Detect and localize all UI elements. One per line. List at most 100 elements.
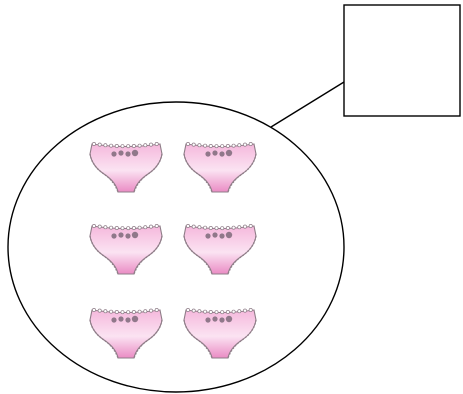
flower-dot <box>131 231 139 239</box>
flower-dot <box>205 317 211 323</box>
lace-scallop <box>103 225 108 230</box>
underpants-item <box>89 142 163 193</box>
lace-scallop <box>120 144 125 149</box>
lace-scallop <box>131 226 136 230</box>
lace-scallop <box>137 225 142 230</box>
leg-lace-right <box>133 235 163 275</box>
lace-scallop <box>154 142 159 146</box>
lace-scallop <box>92 142 96 146</box>
flower-dot <box>212 316 218 322</box>
lace-scallop <box>243 224 247 229</box>
flower-dot <box>205 233 211 239</box>
underpants-item <box>89 224 163 275</box>
lace-scallop <box>214 310 219 315</box>
leg-lace-left <box>89 319 119 359</box>
lace-scallop <box>220 144 225 149</box>
leg-lace-left <box>183 319 213 359</box>
flower-dot <box>225 315 233 323</box>
lace-scallop <box>137 309 142 314</box>
flower-dot <box>118 316 124 322</box>
lace-scallop <box>114 144 119 148</box>
flower-dot <box>131 315 139 323</box>
flower-dot <box>131 149 139 157</box>
flower-dot <box>212 150 218 156</box>
lace-scallop <box>103 143 108 148</box>
lace-scallop <box>126 226 131 231</box>
leg-lace-right <box>227 235 257 275</box>
lace-scallop <box>243 308 247 313</box>
leg-lace-left <box>183 153 213 193</box>
lace-scallop <box>225 310 230 314</box>
lace-scallop <box>137 143 142 148</box>
underpants-body <box>89 143 163 193</box>
lace-scallop <box>109 143 114 148</box>
lace-scallop <box>126 310 131 315</box>
lace-scallop <box>120 310 125 315</box>
lace-scallop <box>186 224 190 228</box>
lace-scallop <box>126 144 131 149</box>
lace-scallop <box>237 225 242 230</box>
lace-scallop <box>109 309 114 314</box>
lace-scallop <box>97 142 102 147</box>
lace-scallop <box>203 225 208 230</box>
flower-dot <box>111 317 117 323</box>
lace-scallop <box>225 226 230 230</box>
lace-scallop <box>92 224 96 228</box>
lace-scallop <box>114 310 119 314</box>
lace-scallop <box>191 224 196 229</box>
lace-scallop <box>149 224 153 229</box>
lace-scallop <box>208 310 213 314</box>
leg-lace-right <box>133 153 163 193</box>
lace-scallop <box>231 143 236 148</box>
lace-scallop <box>225 144 230 148</box>
flower-dot <box>111 151 117 157</box>
underpants-item <box>183 224 257 275</box>
flower-dot <box>111 233 117 239</box>
lace-scallop <box>220 310 225 315</box>
leg-lace-left <box>89 235 119 275</box>
lace-scallop <box>208 226 213 230</box>
lace-scallop <box>154 224 159 228</box>
flower-dot <box>225 149 233 157</box>
underpants-body <box>183 309 257 359</box>
lace-scallop <box>103 309 108 314</box>
lace-scallop <box>231 309 236 314</box>
lace-scallop <box>97 308 102 313</box>
leg-lace-left <box>183 235 213 275</box>
flower-dot <box>125 151 131 157</box>
underpants-item <box>183 142 257 193</box>
flower-dot <box>205 151 211 157</box>
answer-box[interactable] <box>343 4 461 117</box>
underpants-body <box>183 143 257 193</box>
lace-scallop <box>197 225 202 230</box>
lace-scallop <box>186 142 190 146</box>
flower-dot <box>212 232 218 238</box>
underpants-body <box>89 309 163 359</box>
flower-dot <box>125 317 131 323</box>
underpants-item <box>89 308 163 359</box>
lace-scallop <box>248 308 253 312</box>
lace-scallop <box>109 225 114 230</box>
lace-scallop <box>186 308 190 312</box>
flower-dot <box>219 233 225 239</box>
connector-line <box>270 81 345 128</box>
lace-scallop <box>237 309 242 314</box>
leg-lace-right <box>227 153 257 193</box>
lace-scallop <box>154 308 159 312</box>
lace-scallop <box>191 142 196 147</box>
lace-scallop <box>208 144 213 148</box>
lace-scallop <box>248 224 253 228</box>
lace-scallop <box>143 225 148 230</box>
flower-dot <box>219 317 225 323</box>
leg-lace-right <box>227 319 257 359</box>
lace-scallop <box>149 308 153 313</box>
flower-dot <box>118 150 124 156</box>
lace-scallop <box>248 142 253 146</box>
lace-scallop <box>214 226 219 231</box>
lace-scallop <box>114 226 119 230</box>
flower-dot <box>219 151 225 157</box>
lace-scallop <box>243 142 247 147</box>
leg-lace-left <box>89 153 119 193</box>
